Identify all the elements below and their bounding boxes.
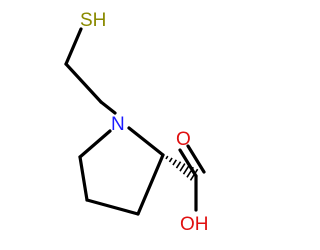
hash-segment: [175, 161, 182, 169]
bond-n-ca: [127, 126, 165, 157]
bond-cd-n: [78, 129, 112, 159]
bond-s-c1: [64, 27, 83, 66]
hash-segment: [179, 163, 186, 172]
bond-c1-c2: [64, 62, 103, 104]
carbonyl-oxygen-label: O: [176, 129, 191, 150]
hydroxyl-oxygen-label: OH: [180, 214, 209, 235]
structure-diagram: SH N O OH: [64, 10, 209, 235]
stereo-hash-bond: [165, 155, 199, 181]
bond-co-up-1: [178, 148, 198, 178]
hash-segment: [182, 164, 190, 175]
hash-segment: [168, 157, 173, 163]
hash-segment: [189, 168, 199, 181]
bond-cc-cd: [78, 155, 89, 202]
bond-c2-n: [99, 100, 117, 115]
bond-cb-cc: [85, 198, 140, 216]
sulfur-label: SH: [80, 10, 106, 31]
nitrogen-label: N: [111, 114, 125, 135]
hash-segment: [186, 166, 195, 178]
hash-segment: [172, 159, 177, 166]
bond-co-up-2: [186, 144, 206, 174]
bonds: [64, 27, 206, 216]
hash-segment: [165, 155, 169, 160]
bond-ca-cb: [136, 153, 165, 216]
